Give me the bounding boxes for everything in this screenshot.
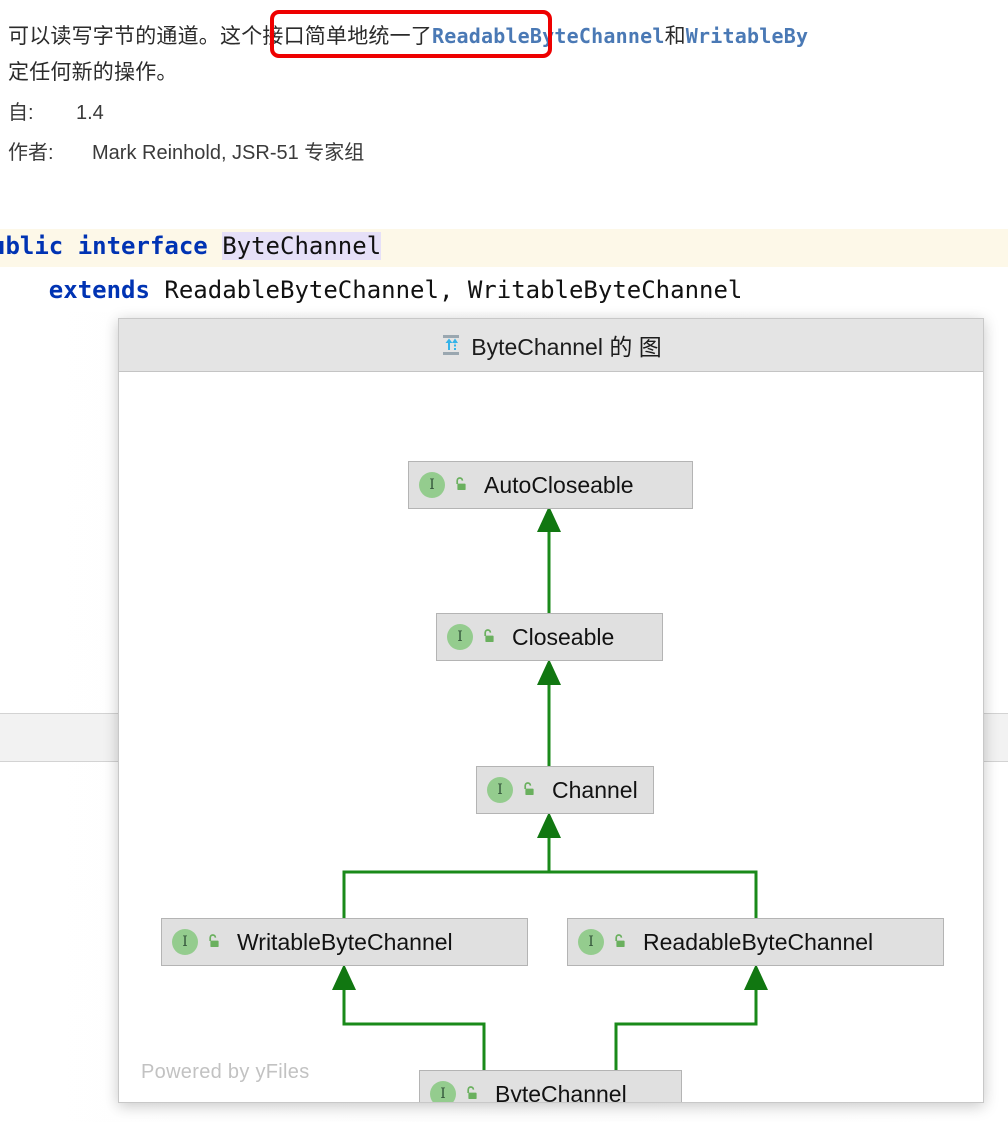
since-value: 1.4 [76,102,104,124]
javadoc-text-mid: 和 [664,25,686,48]
code-line-declaration: ublic interface ByteChannel [0,232,382,260]
public-unlocked-icon [615,934,625,947]
public-unlocked-icon [456,477,466,490]
public-unlocked-icon [484,629,494,642]
javadoc-annotated-text: 这个接口简单地统一了 [220,25,432,48]
since-row: 自: 1.4 [8,96,104,125]
graph-node-label: Closeable [512,623,615,650]
extends-list: ReadableByteChannel, WritableByteChannel [164,276,743,304]
class-name-bytechannel[interactable]: ByteChannel [222,232,382,260]
public-unlocked-icon [209,934,219,947]
javadoc-description: 可以读写字节的通道。这个接口简单地统一了ReadableByteChannel和… [0,0,1008,212]
graph-node-readablebytechannel[interactable]: I ReadableByteChannel [567,918,944,966]
interface-icon: I [578,929,604,955]
graph-node-label: Channel [552,776,638,803]
graph-node-writablebytechannel[interactable]: I WritableByteChannel [161,918,528,966]
keyword-interface: interface [77,232,208,260]
since-label: 自: [8,102,34,124]
keyword-extends: extends [48,276,150,304]
popup-title: ByteChannel 的 图 [471,334,662,360]
javadoc-line-1: 可以读写字节的通道。这个接口简单地统一了ReadableByteChannel和… [8,20,808,50]
hierarchy-diagram-popup[interactable]: ByteChannel 的 图 [118,318,984,1103]
graph-node-closeable[interactable]: I Closeable [436,613,663,661]
keyword-public: ublic [0,232,64,260]
code-line-extends: extends ReadableByteChannel, WritableByt… [0,276,743,304]
link-writable-byte-channel[interactable]: WritableBy [685,24,809,48]
diagram-edges [332,506,768,1070]
graph-node-label: ByteChannel [495,1080,627,1103]
current-line-highlight [0,229,1008,267]
hierarchy-icon [440,334,462,356]
interface-icon: I [430,1081,456,1102]
interface-icon: I [487,777,513,803]
graph-node-bytechannel[interactable]: I ByteChannel [419,1070,682,1102]
code-signature-block: ublic interface ByteChannel extends Read… [0,212,1008,312]
javadoc-text-before: 可以读写字节的通道。 [8,25,220,48]
interface-icon: I [447,624,473,650]
author-label: 作者: [8,142,54,164]
interface-icon: I [172,929,198,955]
link-readable-byte-channel[interactable]: ReadableByteChannel [432,24,665,48]
javadoc-line-2: 定任何新的操作。 [8,61,178,84]
yfiles-watermark: Powered by yFiles [141,1061,310,1083]
graph-node-label: ReadableByteChannel [643,928,874,955]
interface-icon: I [419,472,445,498]
public-unlocked-icon [467,1086,477,1099]
graph-node-autocloseable[interactable]: I AutoCloseable [408,461,693,509]
popup-header: ByteChannel 的 图 [119,319,983,372]
author-value: Mark Reinhold, JSR-51 专家组 [92,142,365,164]
graph-node-label: AutoCloseable [484,471,634,498]
graph-node-channel[interactable]: I Channel [476,766,654,814]
public-unlocked-icon [524,782,534,795]
author-row: 作者: Mark Reinhold, JSR-51 专家组 [8,136,364,165]
graph-node-label: WritableByteChannel [237,928,453,955]
